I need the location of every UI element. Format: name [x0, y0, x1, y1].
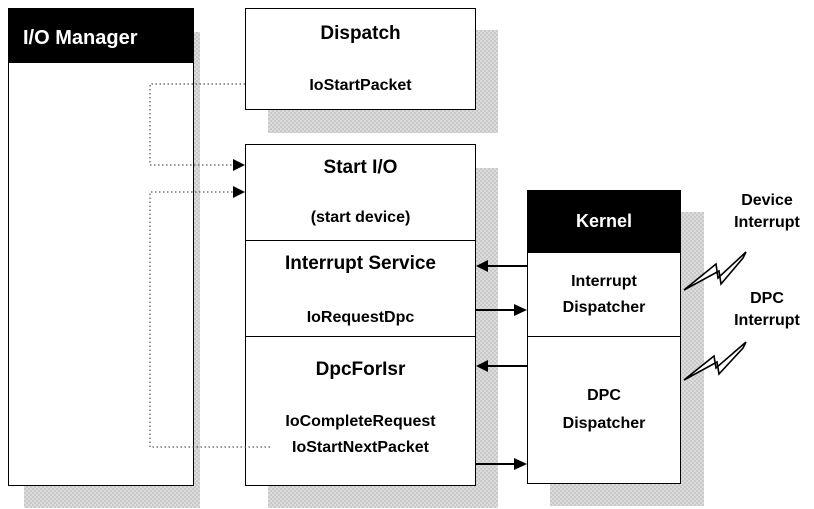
dpc-dispatcher-line2: Dispatcher — [562, 415, 646, 432]
arrowhead-iorequestdpc — [514, 304, 527, 316]
io-manager-title: I/O Manager — [23, 27, 138, 49]
kernel-box: Kernel Interrupt Dispatcher DPC Dispatch… — [527, 190, 681, 484]
arrow-to-start-io-1 — [233, 159, 245, 171]
start-io-detail: (start device) — [310, 209, 411, 226]
device-interrupt-line1: Device — [741, 192, 793, 209]
dpc-interrupt-line2: Interrupt — [734, 312, 800, 329]
driver-routines-box: Start I/O (start device) Interrupt Servi… — [245, 144, 476, 486]
start-io-title: Start I/O — [323, 157, 398, 178]
kernel-header: Kernel — [528, 191, 680, 253]
dpc-for-isr-title: DpcForIsr — [315, 359, 406, 380]
dpc-for-isr-call-complete: IoCompleteRequest — [285, 413, 436, 430]
dpc-interrupt-label: DPC Interrupt — [722, 288, 812, 332]
kernel-divider — [528, 336, 680, 337]
dpc-for-isr-call-start-next: IoStartNextPacket — [292, 439, 429, 456]
dispatch-box: Dispatch IoStartPacket — [245, 8, 476, 110]
interrupt-service-title: Interrupt Service — [285, 253, 436, 274]
interrupt-dispatcher-line2: Dispatcher — [562, 299, 646, 316]
dispatch-call-ioStartPacket: IoStartPacket — [309, 77, 412, 94]
device-interrupt-line2: Interrupt — [734, 214, 800, 231]
arrow-to-start-io-2 — [233, 186, 245, 198]
dpc-dispatcher-line1: DPC — [587, 387, 621, 404]
interrupt-dispatcher-line1: Interrupt — [571, 273, 637, 290]
io-manager-header: I/O Manager — [9, 9, 193, 63]
dispatch-title: Dispatch — [320, 23, 401, 44]
start-io-divider — [246, 240, 475, 241]
device-interrupt-label: Device Interrupt — [722, 190, 812, 234]
arrowhead-bottom — [514, 458, 527, 470]
dpc-interrupt-line1: DPC — [750, 290, 784, 307]
io-manager-box: I/O Manager — [8, 8, 194, 486]
kernel-title: Kernel — [575, 211, 633, 231]
interrupt-service-call: IoRequestDpc — [306, 309, 415, 326]
interrupt-service-divider — [246, 336, 475, 337]
